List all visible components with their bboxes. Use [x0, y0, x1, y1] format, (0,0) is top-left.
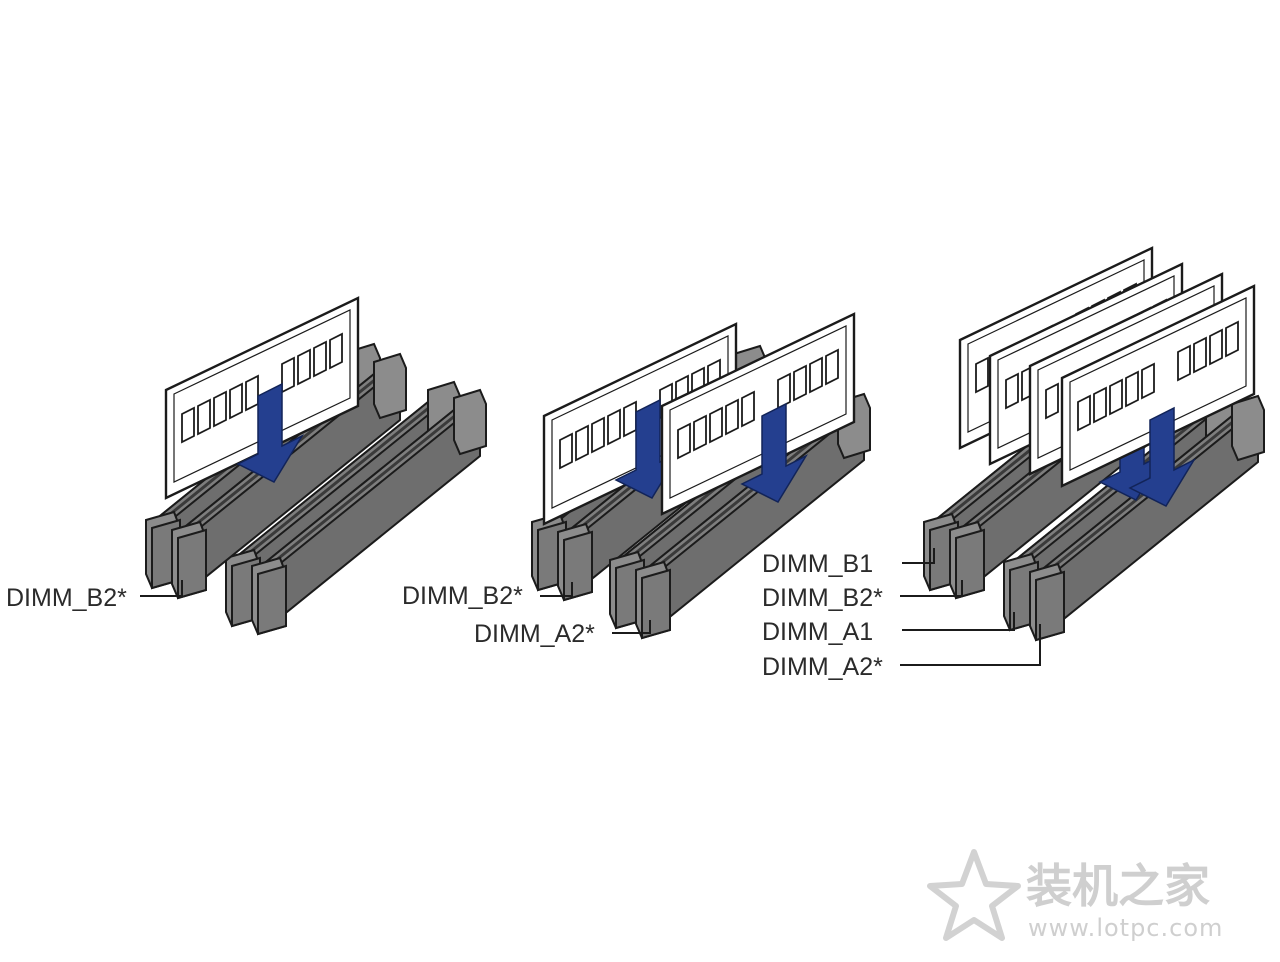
leader-line: [900, 580, 963, 597]
label-dimm-a1: DIMM_A1: [762, 618, 873, 646]
panel-2: DIMM_B2* DIMM_A2*: [402, 312, 872, 648]
label-dimm-b1: DIMM_B1: [762, 550, 873, 578]
label-dimm-a2: DIMM_A2*: [762, 653, 883, 681]
leader-line: [902, 612, 1015, 631]
leader-line: [612, 620, 651, 634]
star-logo-icon: [927, 849, 1021, 941]
leader-line: [140, 580, 183, 597]
label-dimm-b2: DIMM_B2*: [6, 584, 127, 612]
label-dimm-b2: DIMM_B2*: [762, 584, 883, 612]
label-dimm-b2: DIMM_B2*: [402, 582, 523, 610]
leader-line: [900, 624, 1041, 666]
leader-line: [540, 582, 573, 597]
leader-line: [902, 548, 935, 564]
label-dimm-a2: DIMM_A2*: [474, 620, 595, 648]
watermark-url: www.lotpc.com: [1028, 914, 1223, 942]
panel-3: DIMM_B1 DIMM_B2* DIMM_A1 DIMM_A2*: [762, 246, 1266, 681]
panel-1: DIMM_B2*: [6, 296, 488, 636]
watermark-brand: 装机之家: [1026, 859, 1210, 913]
watermark: 装机之家 www.lotpc.com: [927, 849, 1223, 942]
